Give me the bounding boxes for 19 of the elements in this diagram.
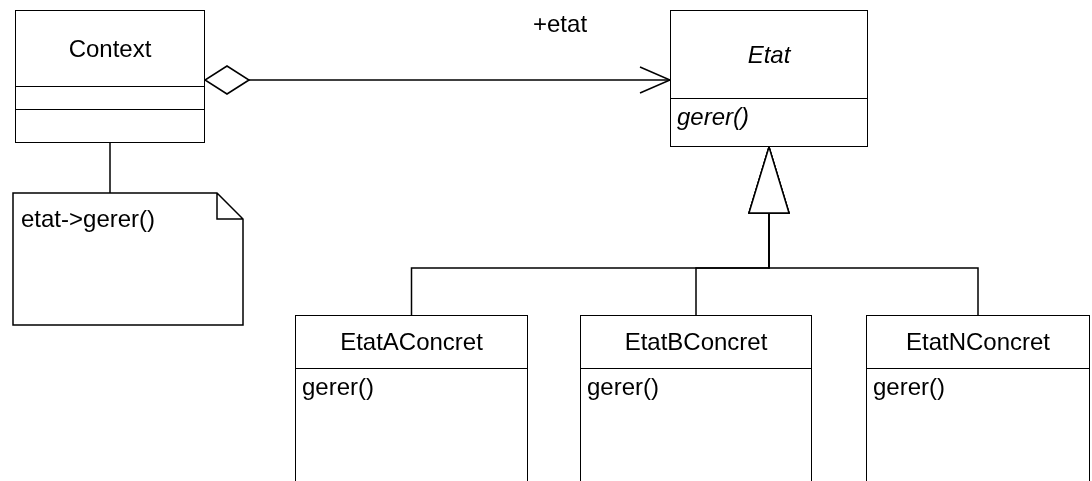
operation: gerer() [677, 103, 749, 131]
class-name: EtatNConcret [905, 328, 1051, 356]
note-text: etat->gerer() [21, 205, 156, 232]
class-box [866, 315, 1090, 481]
generalization-arrow [748, 146, 979, 316]
note-connector [109, 142, 111, 194]
edge-label: +etat [533, 10, 588, 38]
class-box [670, 10, 868, 147]
operation: gerer() [873, 373, 945, 401]
class-name: Context [68, 34, 152, 63]
class-name: Etat [747, 40, 791, 69]
class-box [15, 10, 205, 143]
class-name: EtatAConcret [340, 328, 483, 356]
aggregation-arrow [204, 65, 671, 95]
operation: gerer() [587, 373, 659, 401]
class-box [580, 315, 812, 481]
class-name: EtatBConcret [624, 328, 768, 356]
operation: gerer() [302, 373, 374, 401]
class-box [295, 315, 528, 481]
